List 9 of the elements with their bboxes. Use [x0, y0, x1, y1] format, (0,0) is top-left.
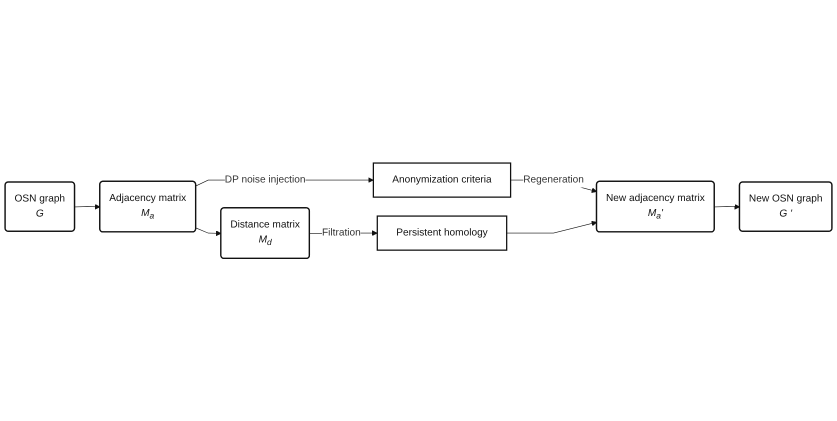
arrow: [74, 204, 100, 210]
arrow: [714, 204, 740, 210]
node-box: Persistent homology: [376, 215, 508, 251]
arrow: [506, 220, 598, 234]
edge-label: DP noise injection: [224, 174, 306, 185]
edge-label: Regeneration: [523, 174, 584, 185]
edge-label: Filtration: [322, 227, 361, 238]
arrow: [196, 227, 222, 236]
node-box: Anonymization criteria: [372, 162, 512, 198]
